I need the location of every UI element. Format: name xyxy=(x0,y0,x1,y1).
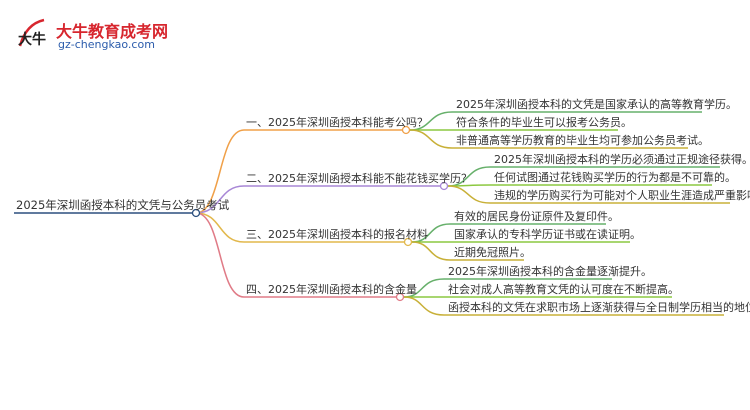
connector-branch-2 xyxy=(195,185,440,214)
leaf-2-1-label[interactable]: 2025年深圳函授本科的学历必须通过正规途径获得。 xyxy=(494,153,750,166)
branch-2-node-dot xyxy=(439,181,449,191)
branch-1-label[interactable]: 一、2025年深圳函授本科能考公吗？ xyxy=(246,116,428,129)
logo-mark-icon: 大牛 xyxy=(18,18,46,48)
logo-mark-text: 大牛 xyxy=(18,31,46,48)
branch-4-label[interactable]: 四、2025年深圳函授本科的含金量 xyxy=(246,283,417,296)
branch-1-node-dot xyxy=(401,125,411,135)
leaf-line-3-3 xyxy=(411,241,524,261)
leaf-3-2-label[interactable]: 国家承认的专科学历证书或在读证明。 xyxy=(454,228,641,241)
leaf-4-1-label[interactable]: 2025年深圳函授本科的含金量逐渐提升。 xyxy=(448,265,652,278)
leaf-line-4-3 xyxy=(403,296,724,316)
leaf-3-3-label[interactable]: 近期免冠照片。 xyxy=(454,246,531,259)
connector-branch-3 xyxy=(195,212,404,243)
leaf-4-3-label[interactable]: 函授本科的文凭在求职市场上逐渐获得与全日制学历相当的地位。 xyxy=(448,301,750,314)
leaf-line-2-2 xyxy=(447,184,712,187)
connector-branch-1 xyxy=(195,129,402,214)
leaf-line-2-3 xyxy=(447,185,730,204)
branch-3-node-dot xyxy=(403,237,413,247)
logo-title: 大牛教育成考网 xyxy=(56,22,169,41)
branch-2-label[interactable]: 二、2025年深圳函授本科能不能花钱买学历？ xyxy=(246,172,472,185)
leaf-1-3-label[interactable]: 非普通高等学历教育的毕业生均可参加公务员考试。 xyxy=(456,134,709,147)
leaf-2-3-label[interactable]: 违规的学历购买行为可能对个人职业生涯造成严重影响。 xyxy=(494,189,750,202)
branch-3-label[interactable]: 三、2025年深圳函授本科的报名材料 xyxy=(246,228,428,241)
leaf-4-2-label[interactable]: 社会对成人高等教育文凭的认可度在不断提高。 xyxy=(448,283,679,296)
root-node-dot xyxy=(191,208,201,218)
leaf-2-2-label[interactable]: 任何试图通过花钱购买学历的行为都是不可靠的。 xyxy=(494,171,736,184)
leaf-1-2-label[interactable]: 符合条件的毕业生可以报考公务员。 xyxy=(456,116,632,129)
site-logo[interactable]: 大牛 大牛教育成考网 gz-chengkao.com xyxy=(16,16,206,56)
branch-4-node-dot xyxy=(395,292,405,302)
connector-branch-4 xyxy=(195,212,396,298)
root-node-label[interactable]: 2025年深圳函授本科的文凭与公务员考试 xyxy=(16,198,230,212)
leaf-1-1-label[interactable]: 2025年深圳函授本科的文凭是国家承认的高等教育学历。 xyxy=(456,98,737,111)
leaf-3-1-label[interactable]: 有效的居民身份证原件及复印件。 xyxy=(454,210,619,223)
logo-url[interactable]: gz-chengkao.com xyxy=(58,38,155,51)
leaf-line-1-3 xyxy=(409,129,688,149)
